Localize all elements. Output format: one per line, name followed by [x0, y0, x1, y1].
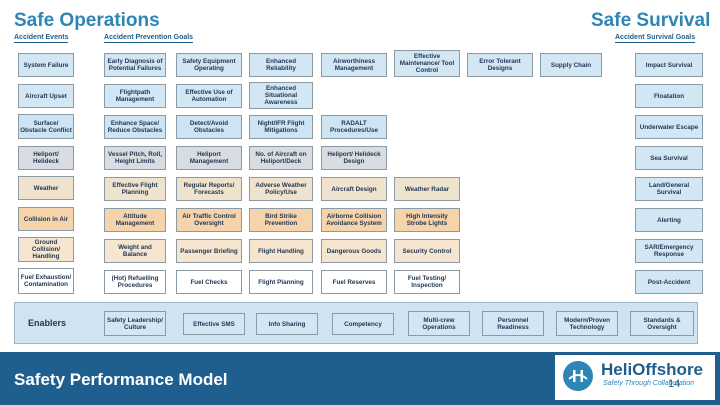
event-aircraft-upset: Aircraft Upset — [18, 84, 74, 108]
goal-strobe-lights: High Intensity Strobe Lights — [394, 208, 460, 232]
enablers-label: Enablers — [28, 318, 67, 328]
goal-passenger-briefing: Passenger Briefing — [176, 239, 242, 263]
footer-title: Safety Performance Model — [14, 370, 228, 389]
goal-fuel-checks: Fuel Checks — [176, 270, 242, 294]
goal-night-ifr: Night/IFR Flight Mitigations — [249, 115, 313, 139]
goal-helideck-design: Heliport/ Helideck Design — [321, 146, 387, 170]
survival-alerting: Alerting — [635, 208, 703, 232]
goal-use-of-automation: Effective Use of Automation — [176, 84, 242, 108]
goal-bird-strike: Bird Strike Prevention — [249, 208, 313, 232]
goal-flight-handling: Flight Handling — [249, 239, 313, 263]
survival-sar-response: SAR/Emergency Response — [635, 239, 703, 263]
prevention-goals-heading: Accident Prevention Goals — [104, 34, 194, 43]
goal-detect-avoid: Detect/Avoid Obstacles — [176, 115, 242, 139]
event-ground-collision: Ground Collision/ Handling — [18, 237, 74, 262]
goal-error-tolerant: Error Tolerant Designs — [467, 53, 533, 77]
goal-flight-planning-weather: Effective Flight Planning — [104, 177, 166, 201]
goal-enhance-space: Enhance Space/ Reduce Obstacles — [104, 115, 166, 139]
enabler-info-sharing: Info Sharing — [256, 313, 318, 335]
event-collision-in-air: Collision in Air — [18, 207, 74, 231]
safe-survival-title: Safe Survival — [591, 10, 711, 31]
survival-sea: Sea Survival — [635, 146, 703, 170]
safe-operations-title: Safe Operations — [14, 10, 160, 31]
goal-attitude-management: Attitude Management — [104, 208, 166, 232]
goal-airworthiness: Airworthiness Management — [321, 53, 387, 77]
logo-wordmark: HeliOffshore — [601, 360, 704, 379]
enabler-competency: Competency — [332, 313, 394, 335]
enabler-effective-sms: Effective SMS — [183, 313, 245, 335]
goal-radalt: RADALT Procedures/Use — [321, 115, 387, 139]
goal-heliport-management: Heliport Management — [176, 146, 242, 170]
enabler-personnel-readiness: Personnel Readiness — [482, 311, 544, 336]
goal-enhanced-reliability: Enhanced Reliability — [249, 53, 313, 77]
goal-supply-chain: Supply Chain — [540, 53, 602, 77]
enabler-leadership: Safety Leadership/ Culture — [104, 311, 166, 336]
event-weather: Weather — [18, 176, 74, 200]
goal-situational-awareness: Enhanced Situational Awareness — [249, 82, 313, 109]
survival-floatation: Floatation — [635, 84, 703, 108]
logo-tagline: Safety Through Collaboration — [603, 380, 695, 387]
goal-weight-balance: Weight and Balance — [104, 239, 166, 263]
survival-land-general: Land/General Survival — [635, 177, 703, 201]
survival-underwater-escape: Underwater Escape — [635, 115, 703, 139]
goal-dangerous-goods: Dangerous Goods — [321, 239, 387, 263]
goal-safety-equipment: Safety Equipment Operating — [176, 53, 242, 77]
goal-effective-maintenance: Effective Maintenance/ Tool Control — [394, 50, 460, 77]
goal-fuel-testing: Fuel Testing/ Inspection — [394, 270, 460, 294]
enabler-multi-crew: Multi-crew Operations — [408, 311, 470, 336]
survival-post-accident: Post-Accident — [635, 270, 703, 294]
goal-atc-oversight: Air Traffic Control Oversight — [176, 208, 242, 232]
page-number: 14 — [668, 378, 681, 390]
goal-weather-radar: Weather Radar — [394, 177, 460, 201]
goal-regular-reports: Regular Reports/ Forecasts — [176, 177, 242, 201]
enabler-modern-technology: Modern/Proven Technology — [556, 311, 618, 336]
goal-early-diagnosis: Early Diagnosis of Potential Failures — [104, 53, 166, 77]
survival-goals-heading: Accident Survival Goals — [615, 34, 696, 43]
event-fuel-exhaustion: Fuel Exhaustion/ Contamination — [18, 268, 74, 294]
accident-events-heading: Accident Events — [14, 34, 69, 43]
event-surface-obstacle: Surface/ Obstacle Conflict — [18, 114, 74, 139]
goal-acas: Airborne Collision Avoidance System — [321, 208, 387, 232]
goal-flightpath-management: Flightpath Management — [104, 84, 166, 108]
goal-hot-refuelling: (Hot) Refuelling Procedures — [104, 270, 166, 294]
goal-fuel-reserves: Fuel Reserves — [321, 270, 387, 294]
event-system-failure: System Failure — [18, 53, 74, 77]
goal-vessel-limits: Vessel Pitch, Roll, Height Limits — [104, 146, 166, 170]
goal-adverse-weather: Adverse Weather Policy/Use — [249, 177, 313, 201]
survival-impact: Impact Survival — [635, 53, 703, 77]
goal-security-control: Security Control — [394, 239, 460, 263]
enabler-standards-oversight: Standards & Oversight — [630, 311, 694, 336]
goal-aircraft-design: Aircraft Design — [321, 177, 387, 201]
helioffshore-logo-icon — [563, 361, 593, 391]
event-heliport-helideck: Heliport/ Helideck — [18, 146, 74, 170]
goal-flight-planning-fuel: Flight Planning — [249, 270, 313, 294]
goal-aircraft-on-deck: No. of Aircraft on Heliport/Deck — [249, 146, 313, 170]
